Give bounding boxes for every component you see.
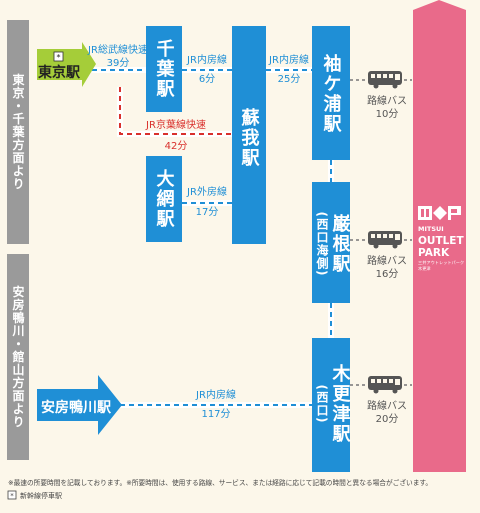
ooami-station-label: 大網駅 xyxy=(154,168,176,229)
shinkansen-legend: 新幹線停車駅 xyxy=(20,491,62,500)
sobu-rapid-time: 39分 xyxy=(107,57,130,69)
sidebar-awa-tateyama xyxy=(7,254,29,460)
awakamogawa-station-label: 安房鴨川駅 xyxy=(41,399,112,416)
outlet-brand: MITSUI xyxy=(418,225,444,233)
sobu-rapid-line: JR総武線快速 xyxy=(87,43,148,56)
sidebar-awa-tateyama-label: 安房鴨川・館山方面より xyxy=(11,284,25,428)
sodegaura-station-label: 袖ケ浦駅 xyxy=(321,53,343,134)
keiyo-rapid-line: JR京葉線快速 xyxy=(145,118,206,131)
sidebar-tokyo-chiba-label: 東京・千葉方面より xyxy=(11,72,25,190)
keiyo-rapid-time: 42分 xyxy=(165,140,188,152)
bus-3-label: 路線バス xyxy=(367,399,407,412)
bus-icon xyxy=(368,231,402,249)
uchibo-soga-sodegaura-time: 25分 xyxy=(278,73,301,85)
sotobo-time: 17分 xyxy=(196,206,219,218)
tokyo-station-label: 東京駅 xyxy=(38,64,81,81)
shinkansen-mark-icon xyxy=(53,51,64,62)
bus-2-label: 路線バス xyxy=(367,254,407,267)
tokyo-station-arrow xyxy=(37,42,96,87)
shinkansen-mark: * xyxy=(57,53,61,62)
outlet-park-band xyxy=(413,10,466,472)
uchibo-awa-line: JR内房線 xyxy=(195,388,236,401)
uchibo-chiba-soga-time: 6分 xyxy=(199,73,215,85)
bus-icon xyxy=(368,71,402,89)
outlet-name-1: OUTLET xyxy=(418,235,464,247)
outlet-park-roof xyxy=(413,0,466,10)
chiba-station xyxy=(146,26,182,112)
shinkansen-legend-icon xyxy=(7,490,17,500)
bus-3-time: 20分 xyxy=(376,413,399,425)
bus-1-label: 路線バス xyxy=(367,94,407,107)
kisarazu-station xyxy=(312,338,350,472)
outlet-name-2: PARK xyxy=(418,247,450,259)
kisarazu-station-sublabel: (西口) xyxy=(315,385,329,424)
ganne-station-label: 巌根駅 xyxy=(330,213,352,274)
outlet-name-jp-area: 木更津 xyxy=(418,265,431,272)
uchibo-awa-time: 117分 xyxy=(201,408,230,420)
footer-note: ※最速の所要時間を記載しております。※所要時間は、使用する路線、サービス、または… xyxy=(8,478,432,487)
ganne-station xyxy=(312,182,350,303)
outlet-logo-icon xyxy=(418,206,461,220)
bus-1-time: 10分 xyxy=(376,108,399,120)
kisarazu-station-label: 木更津駅 xyxy=(330,363,352,444)
rail-lines xyxy=(92,67,334,408)
ooami-station xyxy=(146,156,182,242)
bus-2-time: 16分 xyxy=(376,268,399,280)
soga-station-label: 蘇我駅 xyxy=(239,107,261,168)
uchibo-soga-sodegaura-line: JR内房線 xyxy=(268,53,309,66)
soga-station xyxy=(232,26,266,244)
ganne-station-sublabel: (西口海側) xyxy=(315,212,329,277)
sidebar-tokyo-chiba xyxy=(7,20,29,244)
uchibo-chiba-soga-line: JR内房線 xyxy=(186,53,227,66)
chiba-station-label: 千葉駅 xyxy=(154,39,176,99)
awakamogawa-station-arrow xyxy=(37,375,122,435)
sodegaura-station xyxy=(312,26,350,160)
shinkansen-legend-mark: * xyxy=(10,492,14,500)
bus-icon xyxy=(368,376,402,394)
sotobo-line: JR外房線 xyxy=(186,185,227,198)
outlet-name-jp: 三井アウトレットパーク xyxy=(418,259,464,266)
